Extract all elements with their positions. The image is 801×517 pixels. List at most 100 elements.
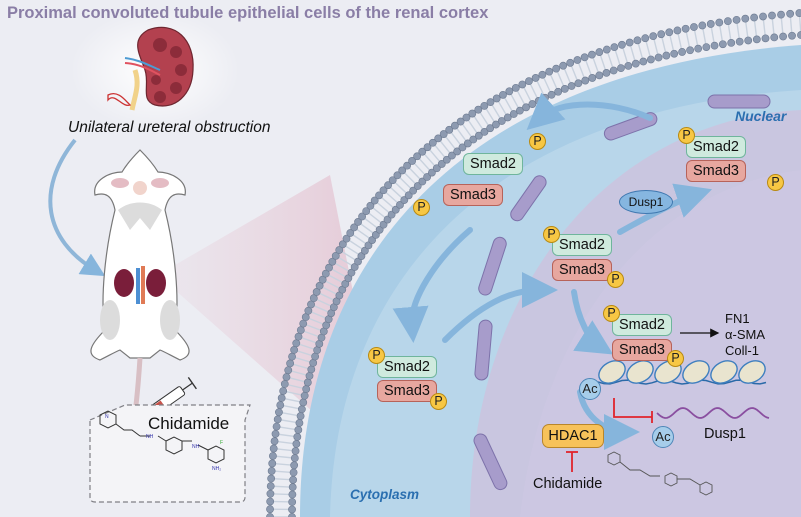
lipid-head	[413, 182, 422, 190]
lipid-head	[266, 489, 275, 498]
lipid-head	[288, 498, 297, 506]
lipid-head	[788, 31, 796, 40]
lipid-head	[445, 125, 454, 134]
nucleosome	[626, 360, 654, 384]
lipid-head	[559, 61, 568, 70]
lipid-head	[383, 215, 392, 224]
lipid-head	[554, 87, 563, 96]
target-gene: Coll-1	[725, 343, 759, 358]
dna-strand	[597, 379, 767, 385]
phosphate-free: P	[529, 133, 546, 150]
lipid-head	[396, 200, 404, 209]
target-gene: FN1	[725, 311, 750, 326]
lipid-head	[338, 240, 347, 249]
lipid-head	[398, 166, 407, 175]
lipid-head	[686, 46, 694, 55]
lipid-head	[545, 67, 554, 76]
lipid-head	[286, 359, 295, 368]
svg-text:NH: NH	[146, 434, 154, 440]
cytoplasm-label: Cytoplasm	[350, 487, 420, 502]
lipid-head	[307, 365, 316, 374]
lipid-head	[499, 90, 507, 99]
phosphate-smad2: P	[368, 347, 385, 364]
phosphate-smad2: P	[543, 226, 560, 243]
lipid-head	[641, 34, 650, 43]
lipid-head	[267, 467, 276, 475]
lipid-head	[350, 223, 359, 232]
lipid-head	[318, 275, 327, 284]
lipid-head	[797, 31, 801, 39]
dusp1-protein: Dusp1	[619, 190, 673, 214]
phosphate-free: P	[767, 174, 784, 191]
lipid-head	[531, 74, 540, 82]
lipid-head	[268, 459, 277, 468]
lipid-head	[293, 432, 302, 441]
lipid-head	[560, 84, 569, 93]
lipid-head	[723, 17, 732, 26]
lipid-head	[631, 59, 640, 68]
lipid-head	[299, 319, 308, 328]
uuo-to-rat-arrow	[48, 138, 106, 277]
lipid-head	[534, 96, 543, 105]
lipid-head	[468, 109, 477, 118]
lipid-head	[617, 64, 625, 73]
lipid-head	[303, 378, 312, 387]
chidamide-callout-box	[89, 404, 251, 503]
lipid-head	[279, 387, 288, 395]
lipid-head	[423, 173, 432, 181]
lipid-head	[492, 120, 500, 129]
lipid-head	[458, 143, 467, 152]
lipid-head	[375, 225, 384, 234]
lipid-head	[509, 110, 518, 118]
lipid-head	[437, 160, 446, 168]
phosphate-smad3: P	[667, 350, 684, 367]
lipid-head	[492, 94, 501, 103]
lipid-head	[403, 161, 412, 170]
smad3-complex-nuclear: Smad3	[686, 160, 746, 182]
lipid-head	[511, 83, 520, 92]
lipid-head	[618, 40, 626, 49]
lipid-head	[451, 121, 459, 130]
lipid-head	[432, 164, 441, 173]
lipid-head	[673, 26, 682, 35]
lipid-head	[752, 35, 761, 44]
phosphate-smad3: P	[430, 393, 447, 410]
lipid-head	[288, 483, 297, 492]
lipid-head	[266, 497, 275, 506]
target-genes: FN1 α-SMA Coll-1	[725, 311, 765, 359]
lipid-head	[497, 117, 506, 125]
lipid-head	[292, 339, 301, 348]
lipid-head	[552, 64, 561, 73]
lipid-head	[273, 415, 282, 424]
phosphate-smad3: P	[607, 271, 624, 288]
lipid-head	[387, 210, 396, 219]
svg-text:NH₂: NH₂	[212, 466, 221, 472]
lipid-head	[486, 98, 495, 107]
lipid-head	[291, 447, 300, 455]
lipid-head	[795, 9, 801, 17]
lipid-head	[328, 257, 337, 266]
lipid-head	[525, 77, 533, 86]
to-chromatin-arrow	[571, 289, 614, 355]
lipid-head	[474, 131, 483, 140]
lipid-head	[602, 68, 611, 77]
lipid-head	[588, 50, 596, 59]
lipid-head	[270, 437, 279, 446]
nucleosome	[710, 360, 738, 384]
deacetylation-arrow	[577, 389, 640, 450]
cell-membrane	[266, 9, 801, 517]
lipid-head	[770, 33, 779, 42]
lipid-head	[690, 23, 698, 31]
lipid-head	[272, 422, 281, 431]
lipid-head	[786, 9, 795, 18]
lipid-head	[574, 79, 583, 88]
lipid-head	[284, 366, 293, 375]
lipid-head	[665, 28, 674, 37]
lipid-head	[588, 74, 597, 82]
lipid-head	[282, 373, 291, 381]
lipid-head	[384, 181, 392, 190]
lipid-head	[360, 246, 369, 255]
lipid-head	[409, 186, 418, 195]
svg-text:N: N	[105, 414, 109, 420]
